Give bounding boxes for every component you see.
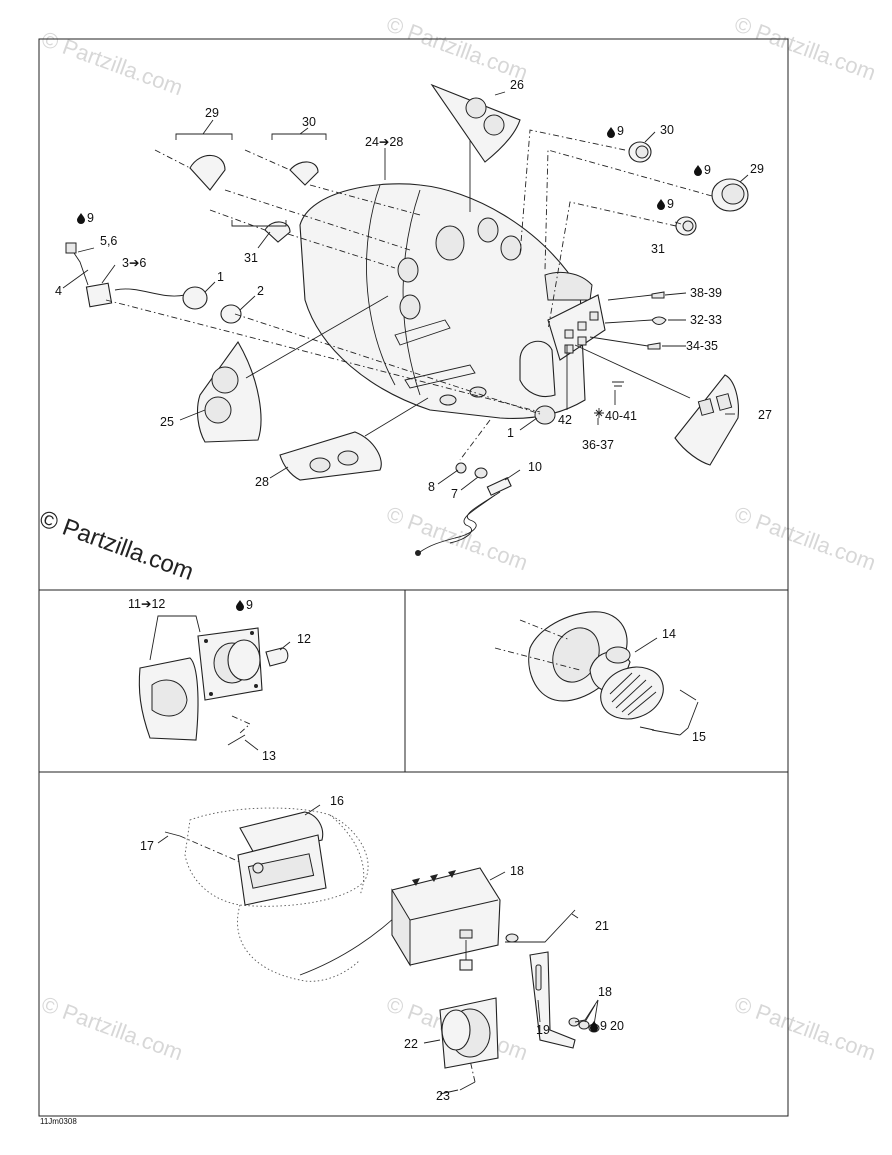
screw-23 (459, 1059, 476, 1091)
panel-part-28 (279, 431, 382, 481)
callout-29: 29 (750, 162, 764, 176)
antenna-21 (505, 909, 576, 943)
callout-9: 9 (704, 163, 711, 177)
callout-16: 16 (330, 794, 344, 808)
callout-18: 18 (598, 985, 612, 999)
callout-24-28: 24➔28 (365, 135, 403, 149)
callout-11-12: 11➔12 (128, 597, 165, 611)
watermark: © Partzilla.com (38, 26, 186, 100)
watermark: © Partzilla.com (38, 991, 186, 1065)
console-body (299, 183, 606, 419)
watermark: © Partzilla.com (383, 11, 531, 85)
callout-3-6: 3➔6 (122, 256, 146, 270)
callout-14: 14 (662, 627, 676, 641)
callout-1: 1 (507, 426, 514, 440)
callout-23: 23 (436, 1089, 450, 1103)
oil-drop-icon (77, 213, 85, 224)
callout-27: 27 (758, 408, 772, 422)
panel-part-26 (430, 83, 521, 163)
callout-30: 30 (660, 123, 674, 137)
screw-17 (164, 831, 241, 863)
oil-drop-icon (694, 165, 702, 176)
watermark: © Partzilla.com (731, 991, 879, 1065)
boat-console-outline (184, 807, 369, 982)
panel-frames (38, 38, 789, 1117)
callout-28: 28 (255, 475, 269, 489)
callout-1: 1 (217, 270, 224, 284)
radio-cover-16 (237, 811, 327, 906)
callout-40-41: 40-41 (605, 409, 637, 423)
callout-25: 25 (160, 415, 174, 429)
callout-29: 29 (205, 106, 219, 120)
gauge-31 (675, 216, 697, 236)
watermark: © Partzilla.com (731, 501, 879, 575)
callout-42: 42 (558, 413, 572, 427)
callout-18: 18 (510, 864, 524, 878)
lanyard-assembly (415, 462, 512, 556)
callout-26: 26 (510, 78, 524, 92)
callout-31: 31 (651, 242, 665, 256)
screw-13 (227, 715, 251, 746)
gauge-29 (711, 178, 749, 212)
callout-31: 31 (244, 251, 258, 265)
callout-9: 9 (617, 124, 624, 138)
panel-horn: 14 15 (494, 611, 706, 744)
switch-assembly (65, 242, 556, 425)
callout-21: 21 (595, 919, 609, 933)
gauge-bezel (138, 657, 199, 741)
leader-lines (62, 91, 749, 491)
callout-34-35: 34-35 (686, 339, 718, 353)
panel-part-25 (196, 340, 262, 443)
callout-13: 13 (262, 749, 276, 763)
callout-15: 15 (692, 730, 706, 744)
callout-4: 4 (55, 284, 62, 298)
callout-30: 30 (302, 115, 316, 129)
figure-code: 11Jm0308 (40, 1117, 77, 1126)
radio-18 (391, 867, 501, 971)
speaker-22 (439, 997, 499, 1069)
panel-gauge: 11➔12 9 12 13 (128, 597, 311, 763)
callout-20: 20 (610, 1019, 624, 1033)
callout-9: 9 (667, 197, 674, 211)
callout-12: 12 (297, 632, 311, 646)
watermark: © Partzilla.com (731, 11, 879, 85)
guide-lines (105, 129, 713, 461)
oil-drop-icon (607, 127, 615, 138)
gauge-harnesses (154, 133, 327, 243)
bracket-19 (529, 951, 576, 1049)
panel-radio: 16 17 18 21 18 22 19 9 20 23 (140, 794, 624, 1103)
oil-drop-icon (657, 199, 665, 210)
horn-grille (600, 666, 664, 720)
gauge-30 (628, 141, 652, 163)
gauge-mount-plate (197, 627, 263, 701)
oil-drop-icon (236, 600, 244, 611)
callout-32-33: 32-33 (690, 313, 722, 327)
callout-9: 9 (246, 598, 253, 612)
panel-part-27 (674, 374, 739, 466)
callout-5-6: 5,6 (100, 234, 117, 248)
callout-10: 10 (528, 460, 542, 474)
callout-2: 2 (257, 284, 264, 298)
oil-drop-icon (590, 1021, 598, 1032)
callout-38-39: 38-39 (690, 286, 722, 300)
watermark: © Partzilla.com (383, 501, 531, 575)
callout-9: 9 (600, 1019, 607, 1033)
callout-17: 17 (140, 839, 154, 853)
callout-8: 8 (428, 480, 435, 494)
callout-labels: 29 30 24➔28 26 9 30 9 29 9 31 31 9 5,6 3… (55, 78, 772, 501)
callout-9: 9 (87, 211, 94, 225)
callout-36-37: 36-37 (582, 438, 614, 452)
callout-22: 22 (404, 1037, 418, 1051)
watermark-strong: © Partzilla.com (36, 505, 197, 586)
callout-19: 19 (536, 1023, 550, 1037)
panel-main: 29 30 24➔28 26 9 30 9 29 9 31 31 9 5,6 3… (55, 78, 772, 556)
bulb-12 (265, 647, 289, 667)
callout-7: 7 (451, 487, 458, 501)
switch-small-parts (594, 291, 667, 418)
